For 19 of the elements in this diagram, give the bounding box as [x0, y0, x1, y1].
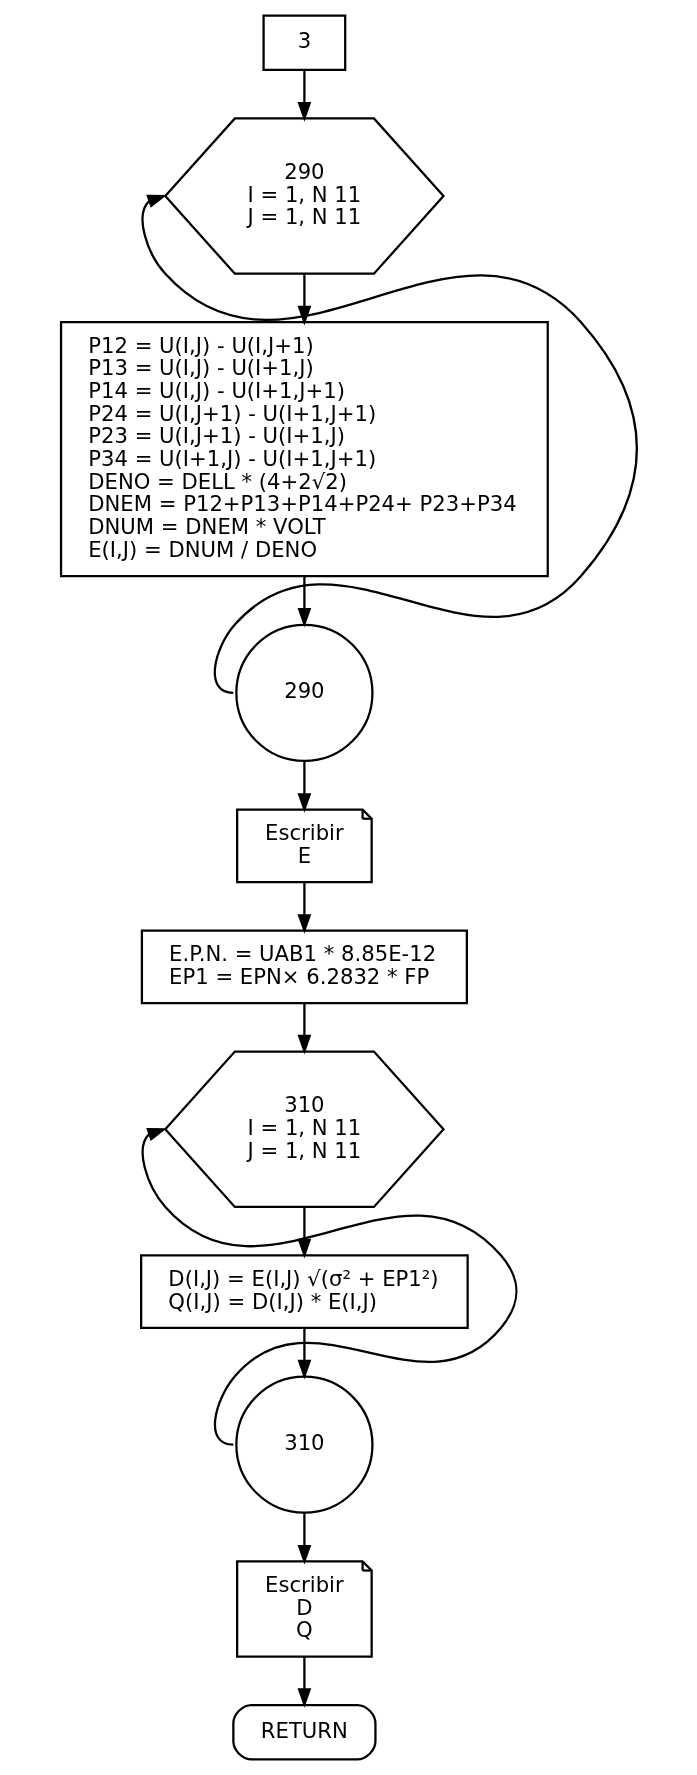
node-box: 3 — [261, 14, 346, 72]
node-circle: 290 — [234, 623, 374, 763]
arrow — [297, 1327, 311, 1380]
arrow — [141, 1127, 518, 1446]
arrow — [297, 70, 311, 122]
arrow — [297, 273, 311, 326]
node-box: P12 = U(I,J) - U(I,J+1) P13 = U(I,J) - U(I+1,J) P14 = U(I,J) - U(I+1,J+1) P24 = U(I,J+1) - U(I+1,J+1) P23 = U(I,J+1) - U(I+1,J) P34 = U(I+1,J) - U(I+1,J+1) DENO = DELL * (4+2√2) DNEM = P12+P13+P14+P24+ P23+P34 DNUM = DNEM * VOLT E(I,J) = DNUM / DENO — [59, 321, 549, 578]
arrow — [297, 1656, 311, 1708]
node-box: RETURN — [231, 1703, 377, 1761]
arrow — [297, 761, 311, 813]
arrow — [297, 576, 311, 628]
node-box: D(I,J) = E(I,J) √(σ² + EP1²) Q(I,J) = D(I,J) * E(I,J) — [139, 1254, 469, 1330]
node-box: E.P.N. = UAB1 * 8.85E-12 EP1 = EPN× 6.2832 * FP — [140, 929, 468, 1005]
arrow — [297, 1513, 311, 1565]
arrow — [297, 882, 311, 934]
arrow — [297, 1207, 311, 1259]
node-circle: 310 — [234, 1375, 374, 1514]
arrow — [297, 1003, 311, 1055]
arrow — [141, 194, 638, 694]
